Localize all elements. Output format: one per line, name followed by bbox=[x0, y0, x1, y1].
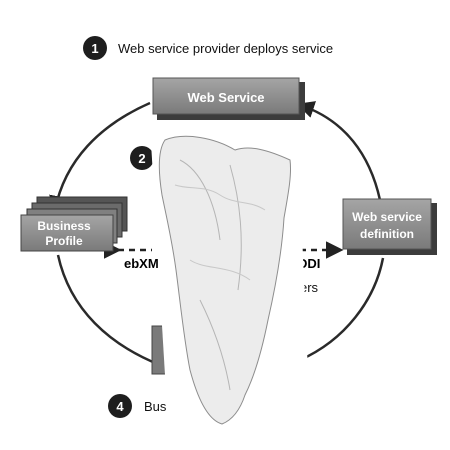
arc-bottom-left bbox=[56, 254, 161, 367]
step-4-number: 4 bbox=[116, 399, 124, 414]
crumpled-paper-icon bbox=[158, 135, 291, 425]
step-1: 1 Web service provider deploys service bbox=[83, 36, 333, 60]
right-link-label: DDI bbox=[298, 256, 320, 271]
web-service-definition-node: Web service definition bbox=[342, 198, 437, 255]
arc-top-left bbox=[49, 101, 151, 214]
web-service-node: Web Service bbox=[152, 77, 305, 120]
arc-top-right bbox=[296, 101, 382, 201]
business-profile-node: Business Profile bbox=[20, 196, 128, 252]
business-profile-line-2: Profile bbox=[45, 234, 83, 248]
crumpled-paper-overlay bbox=[150, 126, 310, 425]
web-service-label: Web Service bbox=[187, 90, 264, 105]
partial-caption: ers bbox=[300, 280, 319, 295]
definition-line-1: Web service bbox=[352, 210, 422, 224]
step-2-number: 2 bbox=[138, 151, 145, 166]
step-4-text-fragment: Bus bbox=[144, 399, 167, 414]
step-1-badge bbox=[83, 36, 107, 60]
step-2-badge bbox=[130, 146, 154, 170]
arc-bottom-right bbox=[299, 257, 385, 362]
step-4: 4 Bus bbox=[108, 394, 167, 418]
step-4-badge bbox=[108, 394, 132, 418]
cycle-ring bbox=[49, 101, 385, 367]
left-link-label: ebXM bbox=[124, 256, 159, 271]
step-1-number: 1 bbox=[91, 41, 98, 56]
step-1-text: Web service provider deploys service bbox=[118, 41, 333, 56]
definition-line-2: definition bbox=[360, 227, 414, 241]
business-profile-line-1: Business bbox=[37, 219, 91, 233]
